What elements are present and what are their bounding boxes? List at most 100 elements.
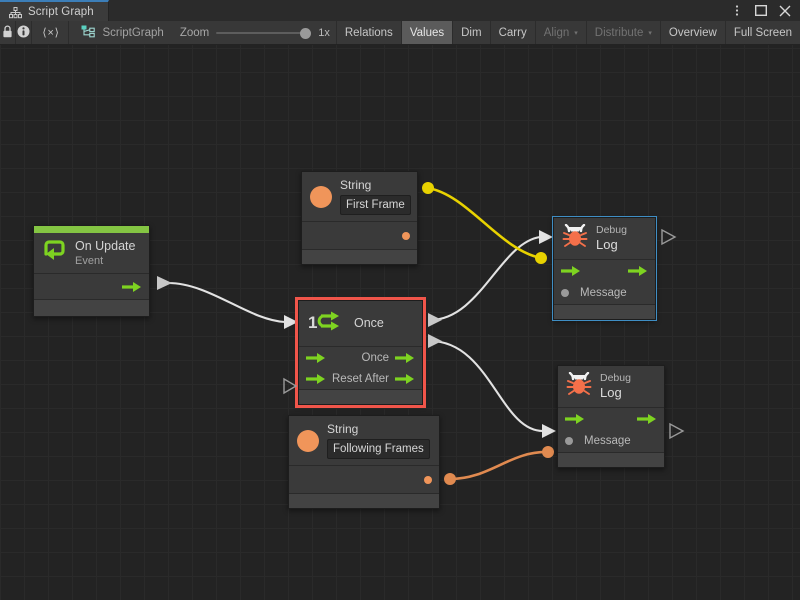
debug-log-bottom-message-in-port[interactable]: Message — [565, 435, 631, 447]
toolbar-button-relations-label: Relations — [344, 26, 393, 39]
toolbar-button-dim-label: Dim — [461, 26, 482, 39]
wire-string-followingframes-to-message — [444, 446, 554, 485]
zoom-slider-knob[interactable] — [300, 27, 312, 39]
once-body: Once Reset — [299, 347, 422, 390]
string-following-frames-body — [289, 466, 439, 494]
maximize-icon[interactable] — [754, 4, 767, 17]
zoom-slider[interactable] — [216, 26, 312, 40]
value-in-dot-icon — [561, 289, 569, 297]
close-icon[interactable] — [778, 4, 791, 17]
zoom-control: Zoom 1x — [174, 21, 336, 44]
flow-in-arrow-icon — [565, 414, 584, 424]
toolbar-button-relations[interactable]: Relations — [335, 21, 401, 44]
wire-onupdate-to-once — [157, 276, 298, 329]
debug-log-bottom-header: Debug Log — [558, 366, 664, 408]
debug-log-top-titles: Debug Log — [596, 224, 627, 253]
toolbar-button-align-label: Align — [543, 26, 570, 39]
toolbar-button-align[interactable]: Align ▾ — [534, 21, 586, 44]
once-flow-in-port[interactable] — [306, 352, 326, 364]
string-first-frame-value-out-port[interactable] — [402, 232, 410, 240]
string-first-frame-title: String — [340, 178, 372, 192]
script-code-button[interactable]: ⟨×⟩ — [32, 21, 70, 44]
debug-log-top-message-label: Message — [580, 287, 627, 299]
on-update-node[interactable]: On Update Event — [33, 225, 150, 317]
tab-label: Script Graph — [28, 5, 94, 18]
tab-script-graph[interactable]: Script Graph — [0, 0, 109, 21]
debug-log-bottom-message-label: Message — [584, 435, 631, 447]
debug-log-top-flow-in-port[interactable] — [561, 265, 581, 277]
string-following-frames-header: String Following Frames — [289, 416, 439, 466]
string-first-frame-value[interactable]: First Frame — [340, 195, 411, 215]
debug-log-bottom-title-small: Debug — [600, 372, 631, 384]
window-controls — [730, 0, 800, 21]
string-node-first-frame[interactable]: String First Frame — [301, 171, 418, 265]
string-first-frame-body — [302, 222, 417, 250]
debug-log-top-row-message: Message — [554, 282, 655, 304]
string-first-frame-titles: String First Frame — [340, 178, 411, 215]
on-update-footer — [34, 300, 149, 316]
title-bar: Script Graph — [0, 0, 800, 21]
once-title: Once — [354, 316, 384, 330]
once-counter-icon: 1 — [308, 308, 346, 339]
string-dot-icon — [310, 185, 332, 208]
titlebar-spacer — [109, 0, 730, 21]
value-out-dot-icon — [424, 476, 432, 484]
debug-log-node-top[interactable]: Debug Log — [552, 216, 657, 321]
graph-canvas[interactable]: On Update Event — [0, 45, 800, 600]
on-update-flow-out-port[interactable] — [122, 281, 142, 293]
debug-log-bottom-title-large: Log — [600, 385, 622, 400]
info-button[interactable] — [16, 21, 33, 44]
wire-once-to-debuglog-top — [428, 230, 553, 327]
debug-log-top-footer — [554, 305, 655, 319]
debug-log-bottom-flow-in-port[interactable] — [565, 413, 585, 425]
string-node-following-frames[interactable]: String Following Frames — [288, 415, 440, 509]
once-out-after-label: After — [364, 372, 389, 385]
once-node[interactable]: 1 Once — [295, 297, 426, 408]
graph-name-label: ScriptGraph — [102, 26, 164, 39]
flow-out-arrow-icon — [628, 266, 647, 276]
more-options-icon[interactable] — [730, 4, 743, 17]
once-out-once-port[interactable]: Once — [362, 352, 416, 364]
toolbar-button-values-label: Values — [409, 26, 445, 39]
chevron-down-icon: ▾ — [574, 30, 578, 37]
string-following-frames-value[interactable]: Following Frames — [327, 439, 430, 459]
once-row-flow: Once — [299, 347, 422, 368]
debug-log-top-flow-out-port[interactable] — [628, 265, 648, 277]
toolbar-button-values[interactable]: Values — [400, 21, 453, 44]
zoom-slider-track — [216, 31, 312, 34]
string-following-frames-value-out-port[interactable] — [424, 476, 432, 484]
on-update-titles: On Update Event — [75, 239, 135, 268]
flow-in-arrow-icon — [306, 373, 325, 384]
flow-in-arrow-icon — [306, 352, 325, 363]
toolbar-button-full-screen[interactable]: Full Screen — [724, 21, 800, 44]
debug-log-top-message-in-port[interactable]: Message — [561, 287, 627, 299]
wire-after-to-debuglog-bottom — [428, 334, 556, 438]
string-following-frames-footer — [289, 494, 439, 508]
toolbar-button-carry[interactable]: Carry — [489, 21, 535, 44]
flow-in-arrow-icon — [561, 266, 580, 276]
once-reset-in-port[interactable]: Reset — [306, 373, 362, 385]
toolbar-button-distribute[interactable]: Distribute ▾ — [585, 21, 660, 44]
info-icon — [17, 25, 30, 41]
flow-out-arrow-icon — [395, 373, 414, 384]
debug-log-node-bottom[interactable]: Debug Log — [557, 365, 665, 468]
code-brackets-icon: ⟨×⟩ — [41, 27, 60, 40]
string-first-frame-footer — [302, 250, 417, 264]
event-loop-icon — [41, 238, 68, 268]
flow-out-arrow-icon — [122, 282, 141, 292]
debug-log-bottom-flow-out-port[interactable] — [637, 413, 657, 425]
once-out-after-port[interactable]: After — [365, 373, 415, 385]
on-update-accent-bar — [34, 226, 149, 233]
on-update-header: On Update Event — [34, 233, 149, 274]
on-update-title: On Update — [75, 238, 136, 253]
bug-icon — [562, 223, 588, 253]
toolbar-button-overview-label: Overview — [668, 26, 717, 39]
value-in-dot-icon — [565, 437, 573, 445]
toolbar-button-dim[interactable]: Dim — [452, 21, 489, 44]
graph-name-field[interactable]: ScriptGraph — [69, 21, 173, 44]
toolbar: ⟨×⟩ ScriptGraph Zoom 1x Relat — [0, 21, 800, 45]
string-dot-icon — [297, 429, 319, 452]
toolbar-button-overview[interactable]: Overview — [659, 21, 725, 44]
lock-button[interactable] — [0, 21, 17, 44]
chevron-down-icon: ▾ — [648, 30, 652, 37]
